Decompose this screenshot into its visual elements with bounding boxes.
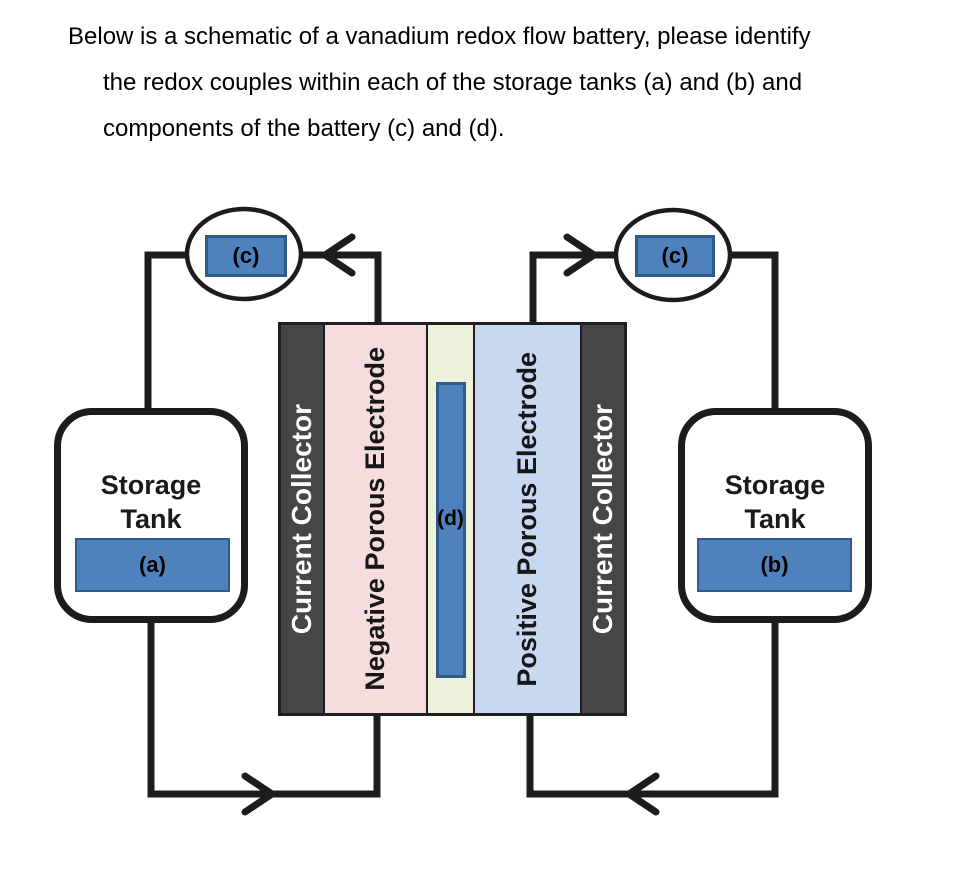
membrane-bar bbox=[435, 382, 466, 678]
negative-electrode-label: Negative Porous Electrode bbox=[360, 347, 390, 691]
negative-porous-electrode: Negative Porous Electrode bbox=[325, 325, 426, 713]
right-pump-label-box: (c) bbox=[635, 235, 715, 277]
positive-electrode-label: Positive Porous Electrode bbox=[512, 351, 542, 687]
membrane-channel: (d) bbox=[428, 325, 473, 713]
left-tank-title-line2: Tank bbox=[120, 504, 182, 534]
membrane-label: (d) bbox=[437, 507, 464, 530]
right-tank-label: (b) bbox=[760, 552, 789, 577]
left-tank-title: Storage Tank bbox=[54, 468, 248, 536]
question-line-1: Below is a schematic of a vanadium redox… bbox=[68, 23, 811, 50]
question-line-3: components of the battery (c) and (d). bbox=[103, 115, 505, 142]
arrow-right-icon bbox=[563, 233, 598, 277]
right-tank-title-line1: Storage bbox=[724, 470, 826, 500]
right-current-collector-label: Current Collector bbox=[587, 403, 618, 635]
left-tank-title-line1: Storage bbox=[100, 470, 202, 500]
arrow-bottom-left-icon bbox=[241, 772, 276, 816]
right-pump-label: (c) bbox=[661, 243, 689, 268]
left-current-collector: Current Collector bbox=[281, 325, 323, 713]
right-tank-label-box: (b) bbox=[697, 538, 852, 592]
left-current-collector-label: Current Collector bbox=[286, 403, 317, 635]
cell-stack: Current Collector Negative Porous Electr… bbox=[278, 322, 627, 716]
right-current-collector: Current Collector bbox=[582, 325, 624, 713]
pipe-left-bottom bbox=[147, 620, 381, 798]
right-tank-title: Storage Tank bbox=[678, 468, 872, 536]
positive-porous-electrode: Positive Porous Electrode bbox=[475, 325, 580, 713]
left-pump-label-box: (c) bbox=[205, 235, 287, 277]
arrow-bottom-right-icon bbox=[625, 772, 660, 816]
arrow-left-icon bbox=[321, 233, 356, 277]
pipe-right-bottom bbox=[526, 620, 779, 798]
left-pump-label: (c) bbox=[232, 243, 260, 268]
question-text: Below is a schematic of a vanadium redox… bbox=[0, 14, 959, 152]
left-tank-label: (a) bbox=[139, 552, 166, 577]
left-tank-label-box: (a) bbox=[75, 538, 230, 592]
right-tank-title-line2: Tank bbox=[744, 504, 806, 534]
question-line-2: the redox couples within each of the sto… bbox=[103, 69, 803, 96]
